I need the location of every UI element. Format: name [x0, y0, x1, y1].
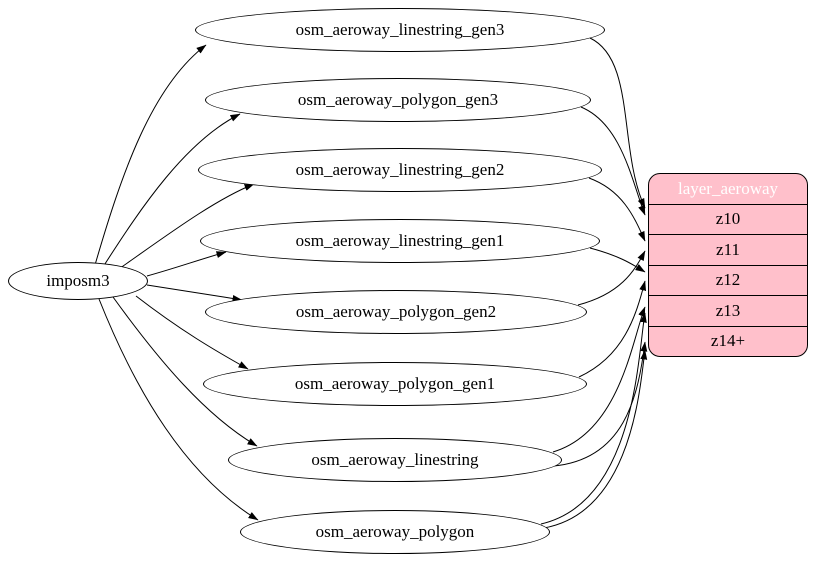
layer-row-z11: z11 [649, 234, 807, 265]
table-label: osm_aeroway_linestring_gen3 [295, 20, 505, 39]
edge-imposm3-to-linestring-gen2 [115, 183, 255, 272]
table-label: osm_aeroway_linestring_gen1 [295, 231, 505, 250]
node-osm-aeroway-polygon: osm_aeroway_polygon [240, 510, 550, 554]
edge-polygon-gen3-to-z10 [580, 106, 646, 216]
layer-row-z10: z10 [649, 203, 807, 235]
table-label: osm_aeroway_polygon_gen3 [297, 90, 499, 109]
edge-imposm3-to-linestring [112, 296, 258, 447]
node-osm-aeroway-linestring-gen3: osm_aeroway_linestring_gen3 [195, 8, 605, 52]
node-osm-aeroway-polygon-gen1: osm_aeroway_polygon_gen1 [203, 362, 587, 406]
edge-linestring-to-z14 [553, 341, 648, 467]
table-label: osm_aeroway_polygon [315, 522, 475, 541]
table-label: osm_aeroway_linestring [311, 450, 479, 469]
node-osm-aeroway-polygon-gen2: osm_aeroway_polygon_gen2 [205, 290, 587, 334]
node-layer-aeroway: layer_aeroway z10 z11 z12 z13 z14+ [648, 173, 808, 357]
edge-polygon-gen2-to-z11 [577, 250, 646, 306]
edge-polygon-gen1-to-z12 [578, 280, 647, 378]
node-osm-aeroway-linestring-gen2: osm_aeroway_linestring_gen2 [198, 148, 602, 192]
edge-imposm3-to-polygon-gen1 [135, 295, 249, 370]
node-imposm3-label: imposm3 [46, 271, 110, 290]
node-osm-aeroway-polygon-gen3: osm_aeroway_polygon_gen3 [205, 78, 591, 122]
edge-imposm3-to-polygon-gen2 [146, 284, 243, 302]
layer-title: layer_aeroway [677, 178, 779, 198]
edge-imposm3-to-linestring-gen1 [146, 251, 227, 277]
layer-row-z12: z12 [649, 264, 807, 296]
edge-imposm3-to-polygon [98, 298, 259, 521]
edge-linestring-gen3-to-z10 [589, 37, 646, 209]
edge-imposm3-to-polygon-gen3 [102, 113, 241, 268]
edge-linestring-gen2-to-z11 [588, 177, 646, 242]
table-label: osm_aeroway_linestring_gen2 [295, 160, 505, 179]
table-label: osm_aeroway_polygon_gen1 [294, 374, 496, 393]
edge-imposm3-to-linestring-gen3 [94, 44, 207, 266]
table-label: osm_aeroway_polygon_gen2 [295, 302, 497, 321]
node-osm-aeroway-linestring-gen1: osm_aeroway_linestring_gen1 [200, 219, 600, 263]
node-osm-aeroway-linestring: osm_aeroway_linestring [228, 438, 562, 482]
layer-row-z13: z13 [649, 295, 807, 326]
edge-linestring-gen1-to-z12 [589, 247, 646, 273]
edge-polygon-to-z13 [540, 312, 647, 525]
node-imposm3: imposm3 [8, 262, 148, 300]
layer-row-z14plus: z14+ [649, 325, 807, 357]
edge-polygon-to-z14 [543, 349, 648, 529]
